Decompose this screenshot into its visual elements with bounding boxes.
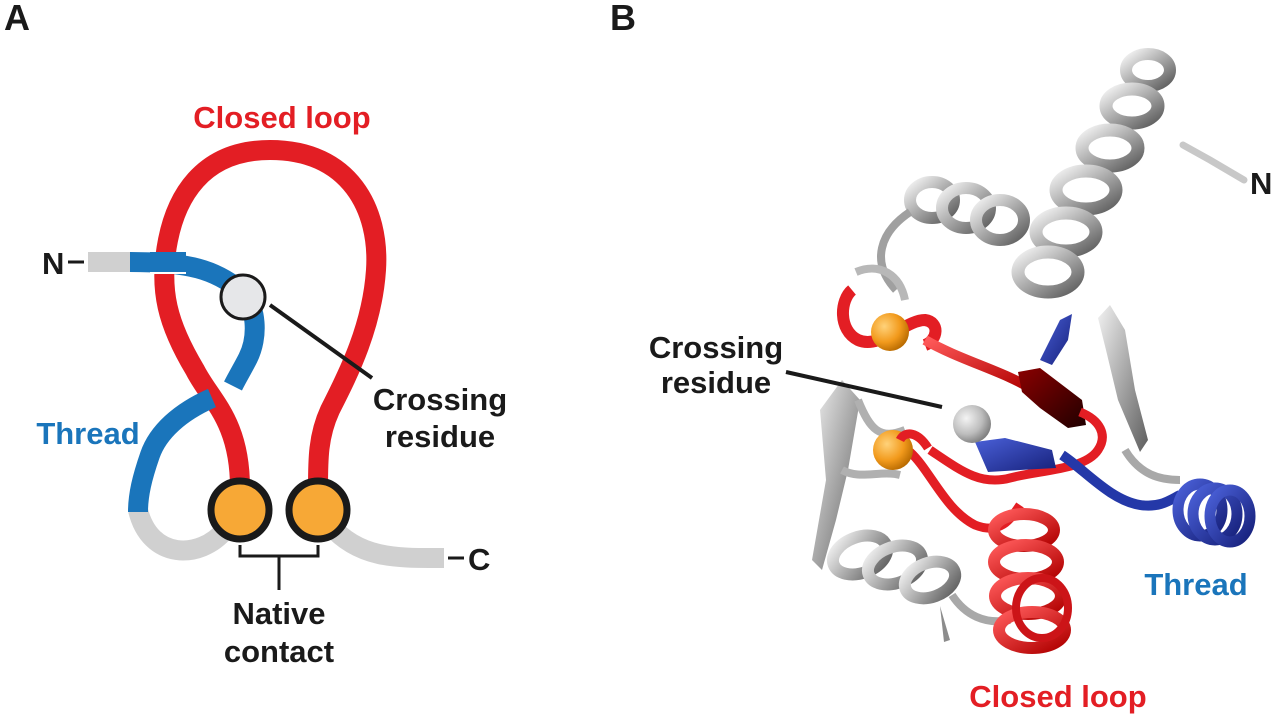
red-contact-stub bbox=[895, 429, 932, 451]
crossing-residue-pointer bbox=[268, 303, 374, 380]
crossing-label-a-line1: Crossing bbox=[373, 382, 507, 417]
crossing-label-a-line2: residue bbox=[385, 419, 495, 454]
panel-b-letter: B bbox=[610, 0, 636, 38]
blue-ribbon-connector bbox=[1059, 450, 1183, 511]
native-contact-right bbox=[285, 477, 351, 543]
panel-a: A Closed loop Thread Crossing residue Na… bbox=[4, 0, 507, 669]
panel-a-letter: A bbox=[4, 0, 30, 38]
blue-helix-right bbox=[1172, 478, 1256, 548]
blue-strand-lower bbox=[975, 438, 1056, 472]
closed-loop-right-strand bbox=[269, 140, 387, 489]
closed-loop-left-strand bbox=[154, 140, 271, 489]
thread-segment-lower bbox=[128, 388, 217, 513]
n-terminal-tail-b bbox=[1179, 141, 1248, 184]
thread-label-a: Thread bbox=[36, 416, 139, 451]
gray-helix-upper-left bbox=[854, 176, 1030, 302]
native-contact-bracket bbox=[238, 545, 320, 590]
gray-loop-right bbox=[1121, 447, 1181, 484]
gray-strand-right bbox=[1098, 305, 1148, 452]
red-strand-dark bbox=[1018, 368, 1086, 428]
n-terminus-label-a: N bbox=[42, 246, 64, 281]
native-contact-left bbox=[207, 477, 273, 543]
red-helix-bottom bbox=[988, 508, 1072, 654]
red-ribbon-upper bbox=[922, 335, 1033, 393]
panel-b: B N bbox=[610, 0, 1272, 714]
crossing-label-b-line1: Crossing bbox=[649, 330, 783, 365]
crossing-residue-sphere bbox=[953, 405, 991, 443]
crossing-label-b-line2: residue bbox=[661, 365, 771, 400]
closed-loop-label-b: Closed loop bbox=[969, 679, 1146, 714]
closed-loop-label-a: Closed loop bbox=[193, 100, 370, 135]
red-ribbon-middle bbox=[927, 407, 1107, 485]
native-contact-sphere-upper bbox=[871, 313, 909, 351]
crossing-residue-pointer-b bbox=[785, 370, 943, 409]
c-terminal-backbone bbox=[322, 518, 445, 569]
gray-strand-left bbox=[812, 380, 860, 570]
n-terminus-label-b: N bbox=[1250, 166, 1272, 201]
loop-base-backbone-left bbox=[128, 507, 233, 561]
native-contact-label-line2: contact bbox=[224, 634, 334, 669]
native-contact-label-line1: Native bbox=[232, 596, 325, 631]
crossing-residue-node bbox=[219, 273, 267, 321]
blue-strand-upper bbox=[1040, 314, 1072, 365]
gray-helix-top bbox=[1011, 48, 1176, 299]
gray-helix-bottom bbox=[826, 529, 1011, 642]
thread-label-b: Thread bbox=[1144, 567, 1247, 602]
c-terminus-label-a: C bbox=[468, 542, 490, 577]
